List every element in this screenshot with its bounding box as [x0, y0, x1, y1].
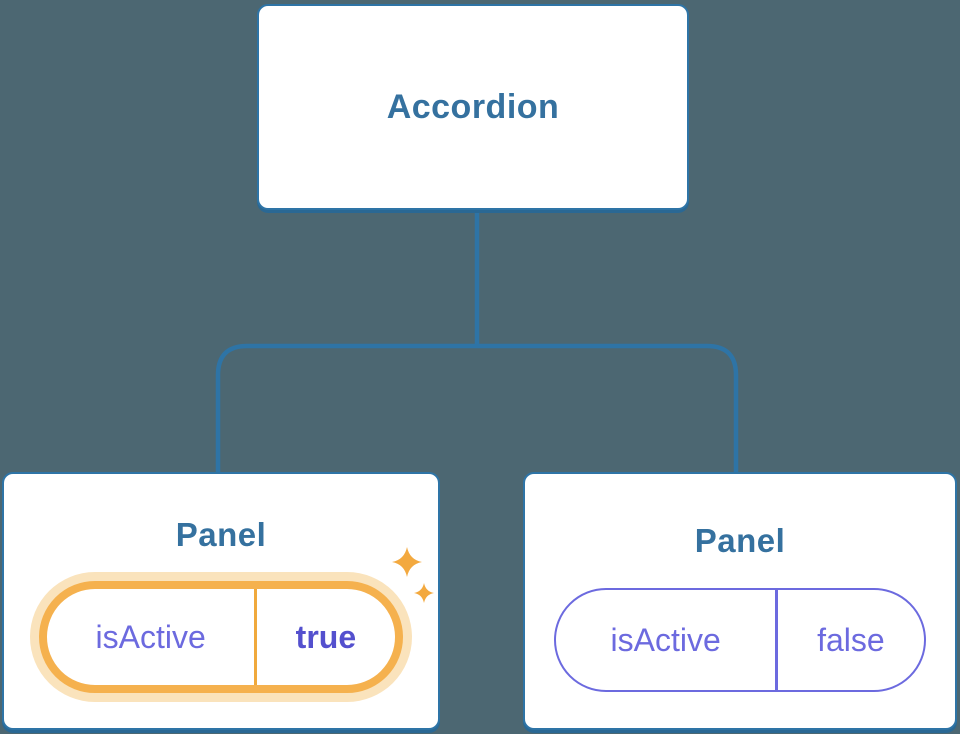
panel-node-inactive: Panel isActive false [523, 472, 957, 730]
sparkle-icon-large [392, 547, 422, 577]
isactive-prop-pill-active: isActive true [30, 572, 412, 702]
prop-name: isActive [610, 621, 721, 658]
accordion-node: Accordion [257, 4, 689, 210]
panel-node-label: Panel [175, 516, 267, 553]
prop-value: false [817, 621, 885, 658]
sparkle-icon-small [414, 583, 434, 603]
pill-divider [254, 589, 257, 685]
accordion-node-label: Accordion [386, 87, 560, 126]
panel-node-label: Panel [694, 522, 786, 559]
pill-divider [775, 590, 778, 690]
prop-name: isActive [95, 618, 206, 655]
panel-node-active: Panel isActive true [2, 472, 440, 730]
prop-value: true [295, 618, 357, 655]
isactive-prop-pill-inactive: isActive false [554, 588, 926, 692]
